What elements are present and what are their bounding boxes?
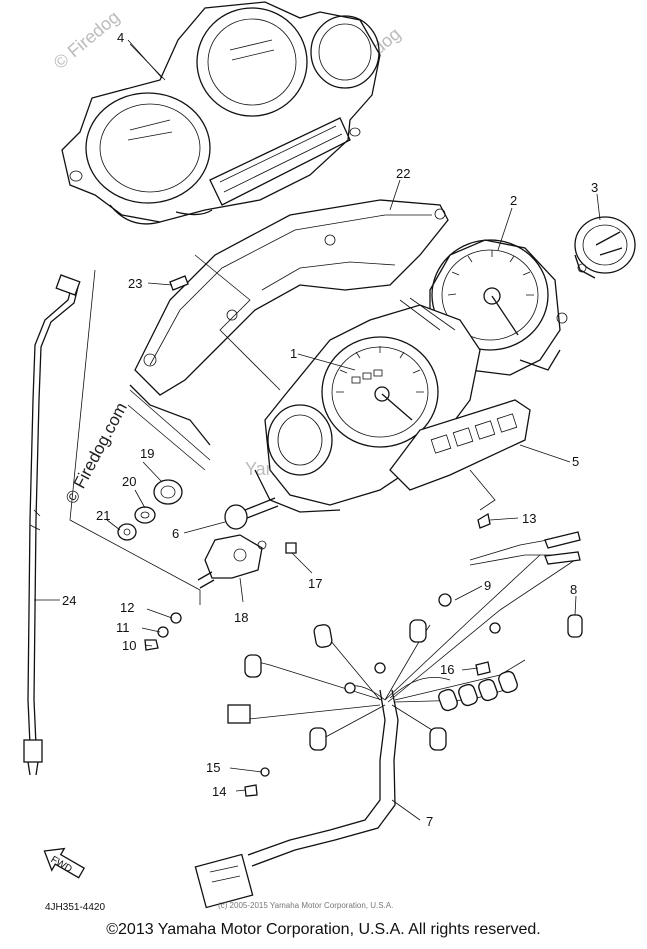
part-label-10: 10: [122, 638, 136, 653]
indicator-light-illustration: [574, 216, 636, 279]
part-label-21: 21: [96, 508, 110, 523]
drive-gear-illustration: [197, 497, 279, 589]
leader-lines: [34, 39, 601, 821]
part-label-13: 13: [522, 511, 536, 526]
small-copyright: (c) 2005-2015 Yamaha Motor Corporation, …: [218, 901, 393, 910]
part-label-6: 6: [172, 526, 179, 541]
part-label-23: 23: [128, 276, 142, 291]
part-label-8: 8: [570, 582, 577, 597]
part-label-5: 5: [572, 454, 579, 469]
part-label-7: 7: [426, 814, 433, 829]
part-label-17: 17: [308, 576, 322, 591]
grommet-washer-illustration: [117, 479, 183, 541]
part-label-14: 14: [212, 784, 226, 799]
part-label-9: 9: [484, 578, 491, 593]
part-label-19: 19: [140, 446, 154, 461]
part-label-16: 16: [440, 662, 454, 677]
diagram-code: 4JH351-4420: [45, 902, 105, 913]
fasteners-illustration: [144, 275, 491, 797]
instrument-cover-illustration: [61, 1, 381, 225]
part-label-1: 1: [290, 346, 297, 361]
watermark-firedog-center: © Firedog.com: [62, 399, 131, 507]
part-label-2: 2: [510, 193, 517, 208]
footer-copyright: ©2013 Yamaha Motor Corporation, U.S.A. A…: [106, 921, 541, 938]
part-label-20: 20: [122, 474, 136, 489]
part-label-4: 4: [117, 30, 124, 45]
wiring-harness-illustration: [194, 531, 583, 909]
speedometer-illustration: [254, 297, 481, 513]
part-label-3: 3: [591, 180, 598, 195]
part-label-15: 15: [206, 760, 220, 775]
forward-arrow: FWD: [43, 847, 86, 879]
part-label-11: 11: [116, 620, 130, 635]
part-label-24: 24: [62, 593, 76, 608]
part-label-22: 22: [396, 166, 410, 181]
watermark-firedog-top-left: © Firedog: [50, 7, 124, 73]
speedometer-cable-illustration: [23, 274, 81, 776]
meter-bracket-illustration: [127, 199, 449, 471]
part-label-18: 18: [234, 610, 248, 625]
indicator-panel-illustration: [389, 399, 531, 491]
part-label-12: 12: [120, 600, 134, 615]
fwd-label: FWD: [49, 854, 74, 875]
